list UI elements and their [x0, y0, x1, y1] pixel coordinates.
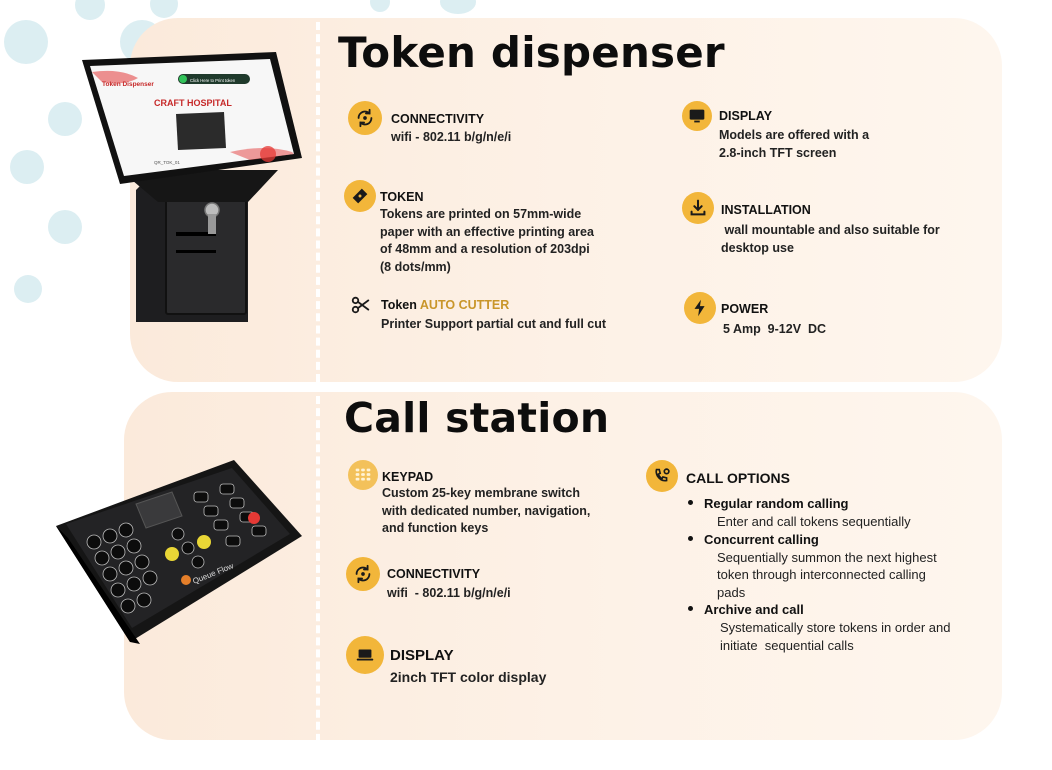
kiosk-screen-name: CRAFT HOSPITAL — [154, 98, 232, 108]
call-option-desc: Systematically store tokens in order and… — [720, 620, 955, 653]
call-connectivity-text: wifi - 802.11 b/g/n/e/i — [387, 586, 511, 600]
call-station-image: Queue Flow — [56, 460, 302, 644]
call-display-heading: DISPLAY — [390, 647, 454, 664]
auto-cutter-heading-prefix: Token — [381, 298, 420, 312]
sync-icon — [348, 101, 382, 135]
call-options-list: Regular random calling Enter and call to… — [688, 495, 988, 654]
call-options-heading: CALL OPTIONS — [686, 470, 790, 486]
power-text: 5 Amp 9-12V DC — [723, 322, 827, 336]
keypad-heading: KEYPAD — [382, 470, 434, 484]
call-option-name: Archive and call — [704, 602, 804, 617]
call-display-text: 2inch TFT color display — [390, 669, 547, 685]
call-option-item: Concurrent calling Sequentially summon t… — [688, 531, 988, 602]
laptop-icon — [346, 636, 384, 674]
token-kiosk-image: Token Dispenser Click Here to Print toke… — [82, 52, 302, 322]
installation-heading: INSTALLATION — [721, 203, 811, 217]
kiosk-screen-button: Click Here to Print token — [190, 78, 236, 83]
section-divider-2 — [316, 396, 320, 766]
keypad-text: Custom 25-key membrane switch with dedic… — [382, 486, 591, 535]
sync-icon — [346, 557, 380, 591]
ticket-icon — [344, 180, 376, 212]
token-text: Tokens are printed on 57mm-wide paper wi… — [380, 207, 594, 274]
auto-cutter-text: Printer Support partial cut and full cut — [381, 317, 607, 331]
download-icon — [682, 192, 714, 224]
phone-settings-icon — [646, 460, 678, 492]
call-option-item: Regular random calling Enter and call to… — [688, 495, 988, 531]
scissors-icon — [344, 288, 378, 322]
auto-cutter-heading: Token AUTO CUTTER — [381, 298, 509, 312]
kiosk-screen-brand: Token Dispenser — [102, 81, 154, 88]
token-heading: TOKEN — [380, 190, 424, 204]
connectivity-heading: CONNECTIVITY — [391, 112, 485, 126]
call-station-title: Call station — [344, 394, 610, 442]
call-option-name: Regular random calling — [704, 496, 849, 511]
section-divider — [316, 22, 320, 382]
lightning-icon — [684, 292, 716, 324]
call-station-panel — [124, 392, 1002, 740]
connectivity-text: wifi - 802.11 b/g/n/e/i — [391, 130, 512, 144]
call-option-desc: Sequentially summon the next highest tok… — [717, 549, 937, 600]
display-heading: DISPLAY — [719, 109, 773, 123]
power-heading: POWER — [721, 302, 769, 316]
auto-cutter-heading-accent: AUTO CUTTER — [419, 298, 510, 312]
display-text: Models are offered with a 2.8-inch TFT s… — [719, 128, 870, 160]
monitor-icon — [682, 101, 712, 131]
call-option-item: Archive and call Systematically store to… — [688, 601, 988, 654]
call-option-name: Concurrent calling — [704, 531, 819, 547]
installation-text: wall mountable and also suitable for des… — [721, 223, 944, 255]
keypad-icon — [348, 460, 378, 490]
call-option-desc: Enter and call tokens sequentially — [717, 514, 911, 529]
call-connectivity-heading: CONNECTIVITY — [387, 567, 481, 581]
token-dispenser-title: Token dispenser — [338, 28, 725, 77]
kiosk-screen-footer: QR_TOK_01 — [154, 160, 180, 165]
